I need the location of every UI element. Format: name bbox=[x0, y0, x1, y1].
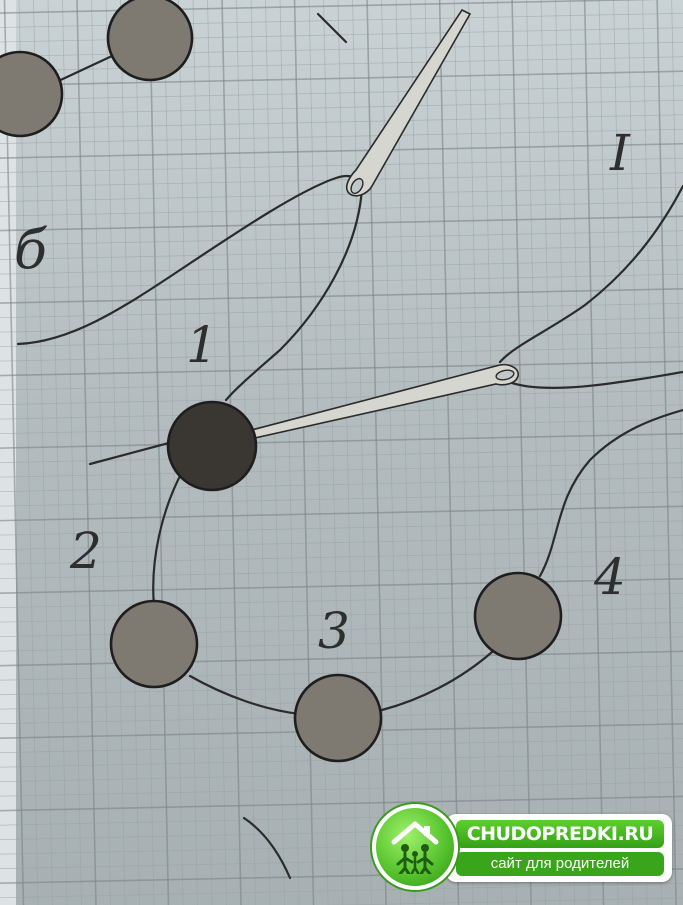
label-I: I bbox=[609, 124, 631, 182]
thread-bead-3-to-4 bbox=[382, 652, 492, 710]
label-b: б bbox=[14, 218, 48, 281]
label-4: 4 bbox=[593, 548, 626, 606]
bead-2 bbox=[111, 601, 197, 687]
label-3: 3 bbox=[318, 602, 350, 660]
thread-left-tail bbox=[90, 440, 180, 464]
thread-top-stub bbox=[318, 14, 346, 42]
bead-1 bbox=[168, 402, 256, 490]
family-house-icon bbox=[390, 818, 440, 874]
watermark-logo: CHUDOPREDKI.RU сайт для родителей bbox=[368, 800, 680, 896]
thread-right-loop-bottom bbox=[504, 372, 683, 388]
label-2: 2 bbox=[69, 522, 102, 580]
bead-icon bbox=[0, 52, 62, 136]
bead-4 bbox=[475, 573, 561, 659]
watermark-subtitle: сайт для родителей bbox=[456, 852, 664, 876]
watermark-banner: CHUDOPREDKI.RU сайт для родителей bbox=[446, 814, 672, 882]
bead-icon bbox=[108, 0, 192, 80]
thread-bead-2-to-3 bbox=[190, 676, 300, 714]
label-1: 1 bbox=[186, 316, 218, 374]
watermark-title: CHUDOPREDKI.RU bbox=[456, 820, 664, 848]
thread-bead-1-to-2 bbox=[153, 472, 182, 606]
bead-3 bbox=[295, 675, 381, 761]
needle-icon bbox=[347, 10, 470, 196]
